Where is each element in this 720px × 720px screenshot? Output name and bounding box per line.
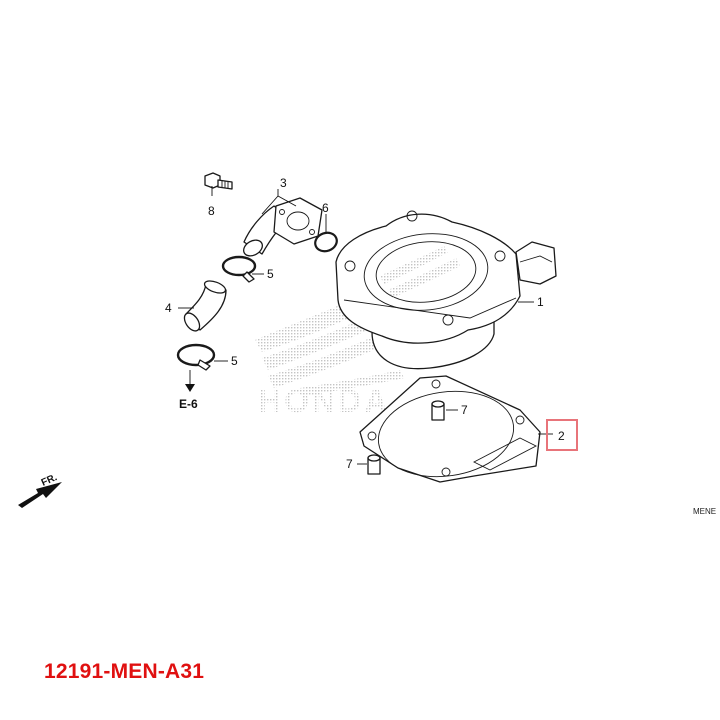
water-hose-part bbox=[183, 280, 227, 332]
water-joint-part bbox=[243, 197, 323, 257]
section-ref-arrow bbox=[185, 370, 195, 392]
callout-8: 8 bbox=[208, 204, 215, 218]
dowel-pin-upper-part bbox=[431, 400, 445, 421]
callout-3: 3 bbox=[280, 176, 287, 190]
leader-lines bbox=[178, 186, 553, 465]
callout-2[interactable]: 2 bbox=[558, 429, 565, 443]
callout-7-lower: 7 bbox=[346, 457, 353, 471]
cylinder-gasket-part bbox=[359, 375, 541, 483]
watermark-brand-text: HONDA bbox=[258, 383, 390, 419]
callout-7-upper: 7 bbox=[461, 403, 468, 417]
hose-clamp-upper-part bbox=[221, 255, 257, 283]
callout-2-highlight-box bbox=[546, 419, 578, 451]
callout-1: 1 bbox=[537, 295, 544, 309]
callout-4: 4 bbox=[165, 301, 172, 315]
callout-5-lower: 5 bbox=[231, 354, 238, 368]
hose-clamp-lower-part bbox=[176, 343, 216, 371]
section-ref-label: E-6 bbox=[179, 397, 198, 411]
callout-5-upper: 5 bbox=[267, 267, 274, 281]
cylinder-part bbox=[335, 210, 557, 370]
drawing-ref-code: MENE bbox=[693, 507, 717, 516]
part-number-label: 12191-MEN-A31 bbox=[44, 660, 205, 683]
front-arrow-icon bbox=[18, 482, 62, 508]
o-ring-part bbox=[314, 231, 338, 253]
dowel-pin-lower-part bbox=[367, 454, 381, 475]
bolt-part bbox=[204, 172, 233, 190]
callout-6: 6 bbox=[322, 201, 329, 215]
